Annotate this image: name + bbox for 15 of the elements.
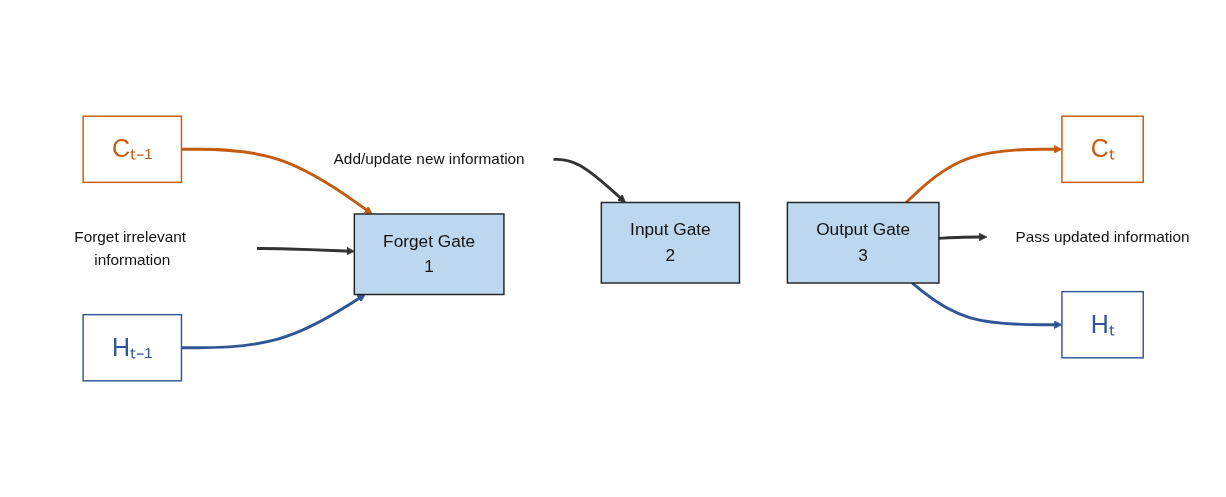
node-text: Pass updated information: [1015, 228, 1190, 245]
arrow: [938, 232, 988, 242]
node-box: Forget Gate 1: [353, 213, 505, 296]
node-text: Forget irrelevant information: [74, 228, 187, 268]
node-box: Cₜ₋₁: [82, 115, 183, 184]
arrow: [256, 246, 355, 256]
node-box: Hₜ: [1061, 290, 1144, 359]
node-box: Hₜ₋₁: [82, 313, 183, 382]
node-text: Add/update new information: [333, 150, 525, 168]
arrow: [181, 294, 366, 350]
node-box: Output Gate 3: [786, 201, 940, 284]
node-box: Input Gate 2: [600, 201, 741, 284]
arrow: [181, 147, 373, 215]
node-box: Cₜ: [1061, 115, 1144, 184]
arrow: [553, 157, 626, 203]
